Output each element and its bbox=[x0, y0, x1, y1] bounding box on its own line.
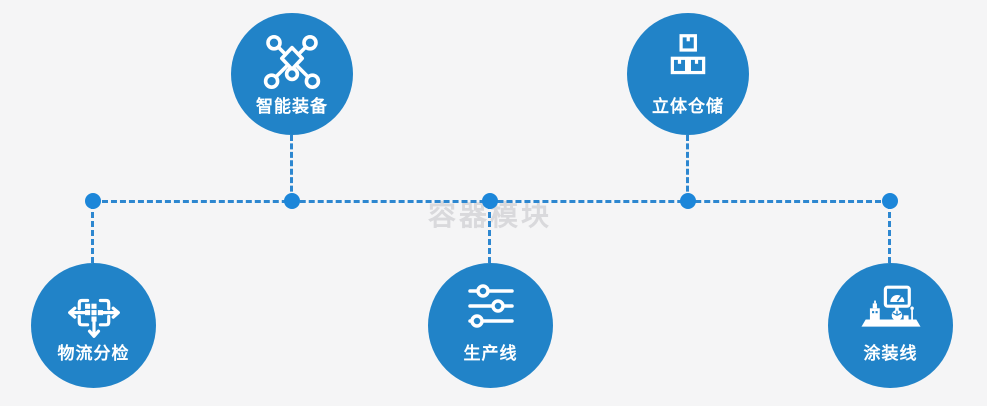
node-painting-line[interactable]: 涂装线 bbox=[828, 263, 953, 388]
junction-dot bbox=[284, 193, 300, 209]
node-label: 物流分检 bbox=[57, 344, 130, 363]
junction-dot bbox=[85, 193, 101, 209]
node-stereo-warehouse[interactable]: 立体仓储 bbox=[627, 13, 749, 135]
node-logistics-sorting[interactable]: 物流分检 bbox=[31, 263, 156, 388]
connector-to-smart-equipment bbox=[290, 135, 293, 200]
junction-dot bbox=[882, 193, 898, 209]
connector-to-stereo-warehouse bbox=[686, 135, 689, 200]
node-label: 涂装线 bbox=[863, 344, 918, 363]
sliders-icon bbox=[466, 283, 516, 329]
connector-to-logistics-sorting bbox=[91, 203, 94, 263]
stacked-boxes-icon bbox=[665, 33, 711, 79]
connector-to-painting-line bbox=[888, 203, 891, 263]
network-nodes-icon bbox=[262, 33, 322, 91]
node-label: 生产线 bbox=[463, 344, 518, 363]
node-label: 智能装备 bbox=[256, 97, 328, 116]
paint-station-icon bbox=[855, 283, 927, 335]
junction-dot bbox=[680, 193, 696, 209]
sorting-arrows-icon bbox=[62, 283, 126, 341]
junction-dot bbox=[482, 193, 498, 209]
connector-to-production-line bbox=[488, 203, 491, 263]
node-production-line[interactable]: 生产线 bbox=[428, 263, 553, 388]
node-smart-equipment[interactable]: 智能装备 bbox=[231, 13, 353, 135]
node-label: 立体仓储 bbox=[652, 97, 724, 116]
